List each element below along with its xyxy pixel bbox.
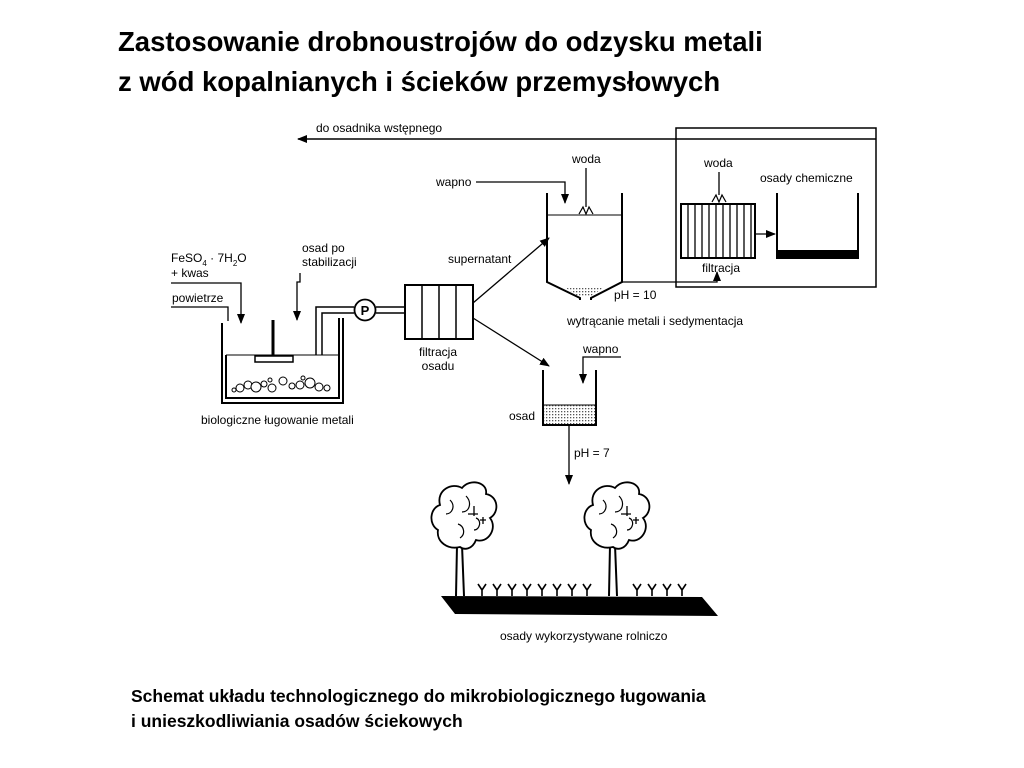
label-sludge-after-stab-2: stabilizacji [302,255,357,269]
bioleaching-tank: biologiczne ługowanie metali [201,316,354,427]
pump-and-filter: P filtracja osadu supernatant [315,237,550,373]
slide-title: Zastosowanie drobnoustrojów do odzysku m… [118,22,763,102]
title-line-1: Zastosowanie drobnoustrojów do odzysku m… [118,26,763,57]
tree-left-icon [430,481,498,597]
spray-icon [578,205,594,216]
return-line: do osadnika wstępnego [297,121,876,143]
label-water-1: woda [571,152,601,166]
label-chem-sludge: osady chemiczne [760,171,853,185]
label-supernatant: supernatant [448,252,512,266]
figure-caption: Schemat układu technologicznego do mikro… [131,684,706,734]
label-to-settler: do osadnika wstępnego [316,121,442,135]
crop-sprouts-icon [477,583,687,597]
label-pump: P [361,303,370,318]
pump-icon [353,298,377,322]
label-ph7: pH = 7 [574,446,610,460]
sludge-container: osad wapno pH = 7 [509,342,621,485]
label-ph10: pH = 10 [614,288,657,302]
agricultural-field: osady wykorzystywane rolniczo [430,481,718,643]
label-acid: + kwas [171,266,209,280]
tree-right-icon [583,481,651,597]
label-sludge: osad [509,409,535,423]
caption-line-1: Schemat układu technologicznego do mikro… [131,686,706,706]
filtration-unit: woda filtracja osady chemiczne [675,127,877,288]
label-sludge-filtration-2: osadu [422,359,455,373]
label-precipitation: wytrącanie metali i sedymentacja [566,314,743,328]
label-sludge-filtration-1: filtracja [419,345,457,359]
label-filtration: filtracja [702,261,740,275]
label-water-2: woda [703,156,733,170]
sedimentation-tank: woda wapno pH = 10 wytrącanie metali i s… [435,152,743,328]
label-lime-2: wapno [582,342,619,356]
label-lime-1: wapno [435,175,472,189]
caption-line-2: i unieszkodliwiania osadów ściekowych [131,711,463,731]
label-feso4: FeSO4 · 7H2O [171,251,247,268]
spray-icon [711,193,727,204]
label-bioleaching: biologiczne ługowanie metali [201,413,354,427]
chem-sludge-container [776,193,859,259]
filter-press [680,203,756,259]
label-sludge-after-stab-1: osad po [302,241,345,255]
title-line-2: z wód kopalnianych i ścieków przemysłowy… [118,66,721,97]
tank-bubbles [231,375,331,393]
reagent-inputs: FeSO4 · 7H2O + kwas powietrze osad po st… [171,241,357,324]
label-air: powietrze [172,291,224,305]
label-agri-use: osady wykorzystywane rolniczo [500,629,668,643]
sludge-filter-press [404,284,474,340]
